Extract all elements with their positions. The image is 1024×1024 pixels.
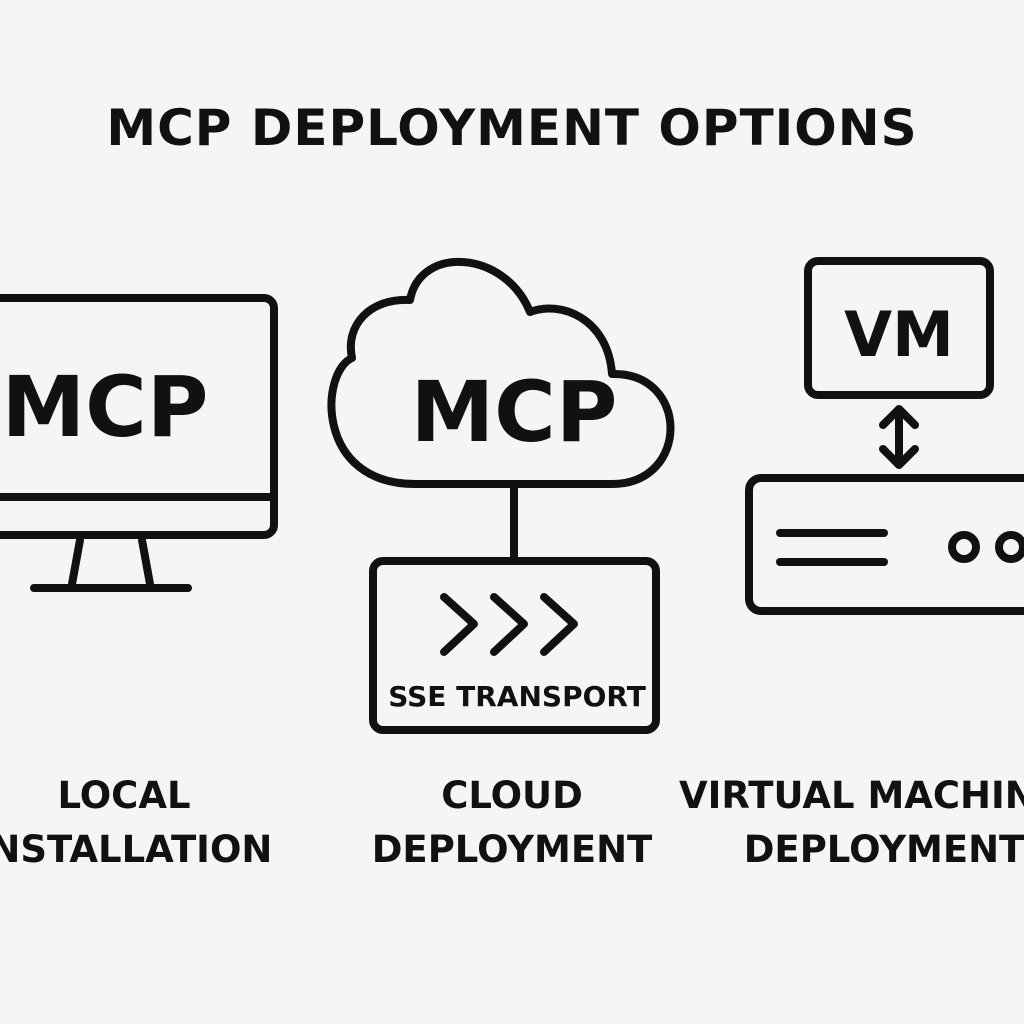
local-caption-line2: INSTALLATION xyxy=(0,828,272,871)
monitor-stand-right xyxy=(138,536,154,588)
local-caption-line1: LOCAL xyxy=(57,774,190,817)
monitor-mcp-label: MCP xyxy=(2,358,209,456)
transport-box xyxy=(369,557,660,734)
server-indicator-icon xyxy=(995,531,1024,563)
chevron-right-icon xyxy=(440,593,478,656)
transport-box-outline xyxy=(369,557,660,734)
cloud-caption-line1: CLOUD xyxy=(441,774,583,817)
transport-label: SSE TRANSPORT xyxy=(388,680,646,713)
vm-label: VM xyxy=(844,298,954,371)
vm-caption-line1: VIRTUAL MACHINE xyxy=(679,774,1024,817)
cloud-icon xyxy=(327,257,675,488)
vm-box-outline xyxy=(804,257,994,399)
monitor-screen xyxy=(0,294,278,539)
arrow-head-up xyxy=(879,405,919,429)
monitor-stand-left xyxy=(68,536,84,588)
vm-box-icon xyxy=(804,257,994,399)
cloud-outline xyxy=(327,257,675,488)
server-indicator-icon xyxy=(948,531,980,563)
server-outline xyxy=(745,474,1024,615)
chevron-right-icon xyxy=(540,593,578,656)
arrow-head-down xyxy=(879,445,919,469)
cloud-mcp-label: MCP xyxy=(411,363,618,461)
vm-caption-line2: DEPLOYMENT xyxy=(744,828,1024,871)
bidirectional-arrow-icon xyxy=(879,405,919,469)
chevron-right-icon xyxy=(490,593,528,656)
diagram-title: MCP DEPLOYMENT OPTIONS xyxy=(106,99,917,157)
cloud-caption-line2: DEPLOYMENT xyxy=(372,828,653,871)
monitor-icon xyxy=(0,294,278,592)
server-icon xyxy=(745,474,1024,615)
